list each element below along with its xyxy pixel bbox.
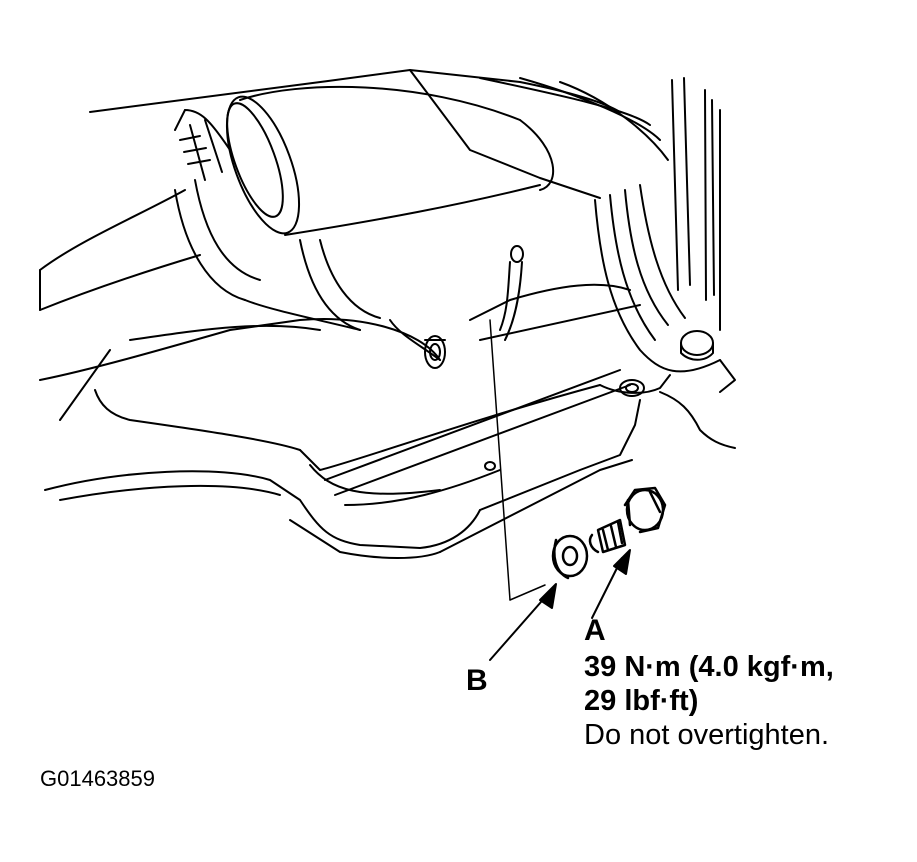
mount-stud xyxy=(484,245,524,471)
bracket-bolt xyxy=(619,330,714,397)
arrow-to-washer-b xyxy=(489,583,557,661)
arrow-to-bolt-a xyxy=(591,549,631,619)
floor-panel xyxy=(44,391,736,559)
torque-note: Do not overtighten. xyxy=(584,719,830,751)
side-member xyxy=(594,77,736,393)
callout-a-label: A xyxy=(584,614,606,647)
washer-b xyxy=(551,534,589,580)
callout-b-label: B xyxy=(466,664,488,697)
torque-spec-line1: 39 N·m (4.0 kgf·m, xyxy=(584,651,834,683)
exhaust-pipe xyxy=(39,85,554,331)
bolt-a xyxy=(588,486,667,554)
chassis-outline xyxy=(89,69,669,199)
torque-spec-block: 39 N·m (4.0 kgf·m, 29 lbf·ft) Do not ove… xyxy=(584,650,834,752)
figure-id: G01463859 xyxy=(40,766,155,791)
torque-spec-line2: 29 lbf·ft) xyxy=(584,685,699,717)
chassis-bolt xyxy=(424,335,446,369)
guide-lines xyxy=(489,319,546,601)
